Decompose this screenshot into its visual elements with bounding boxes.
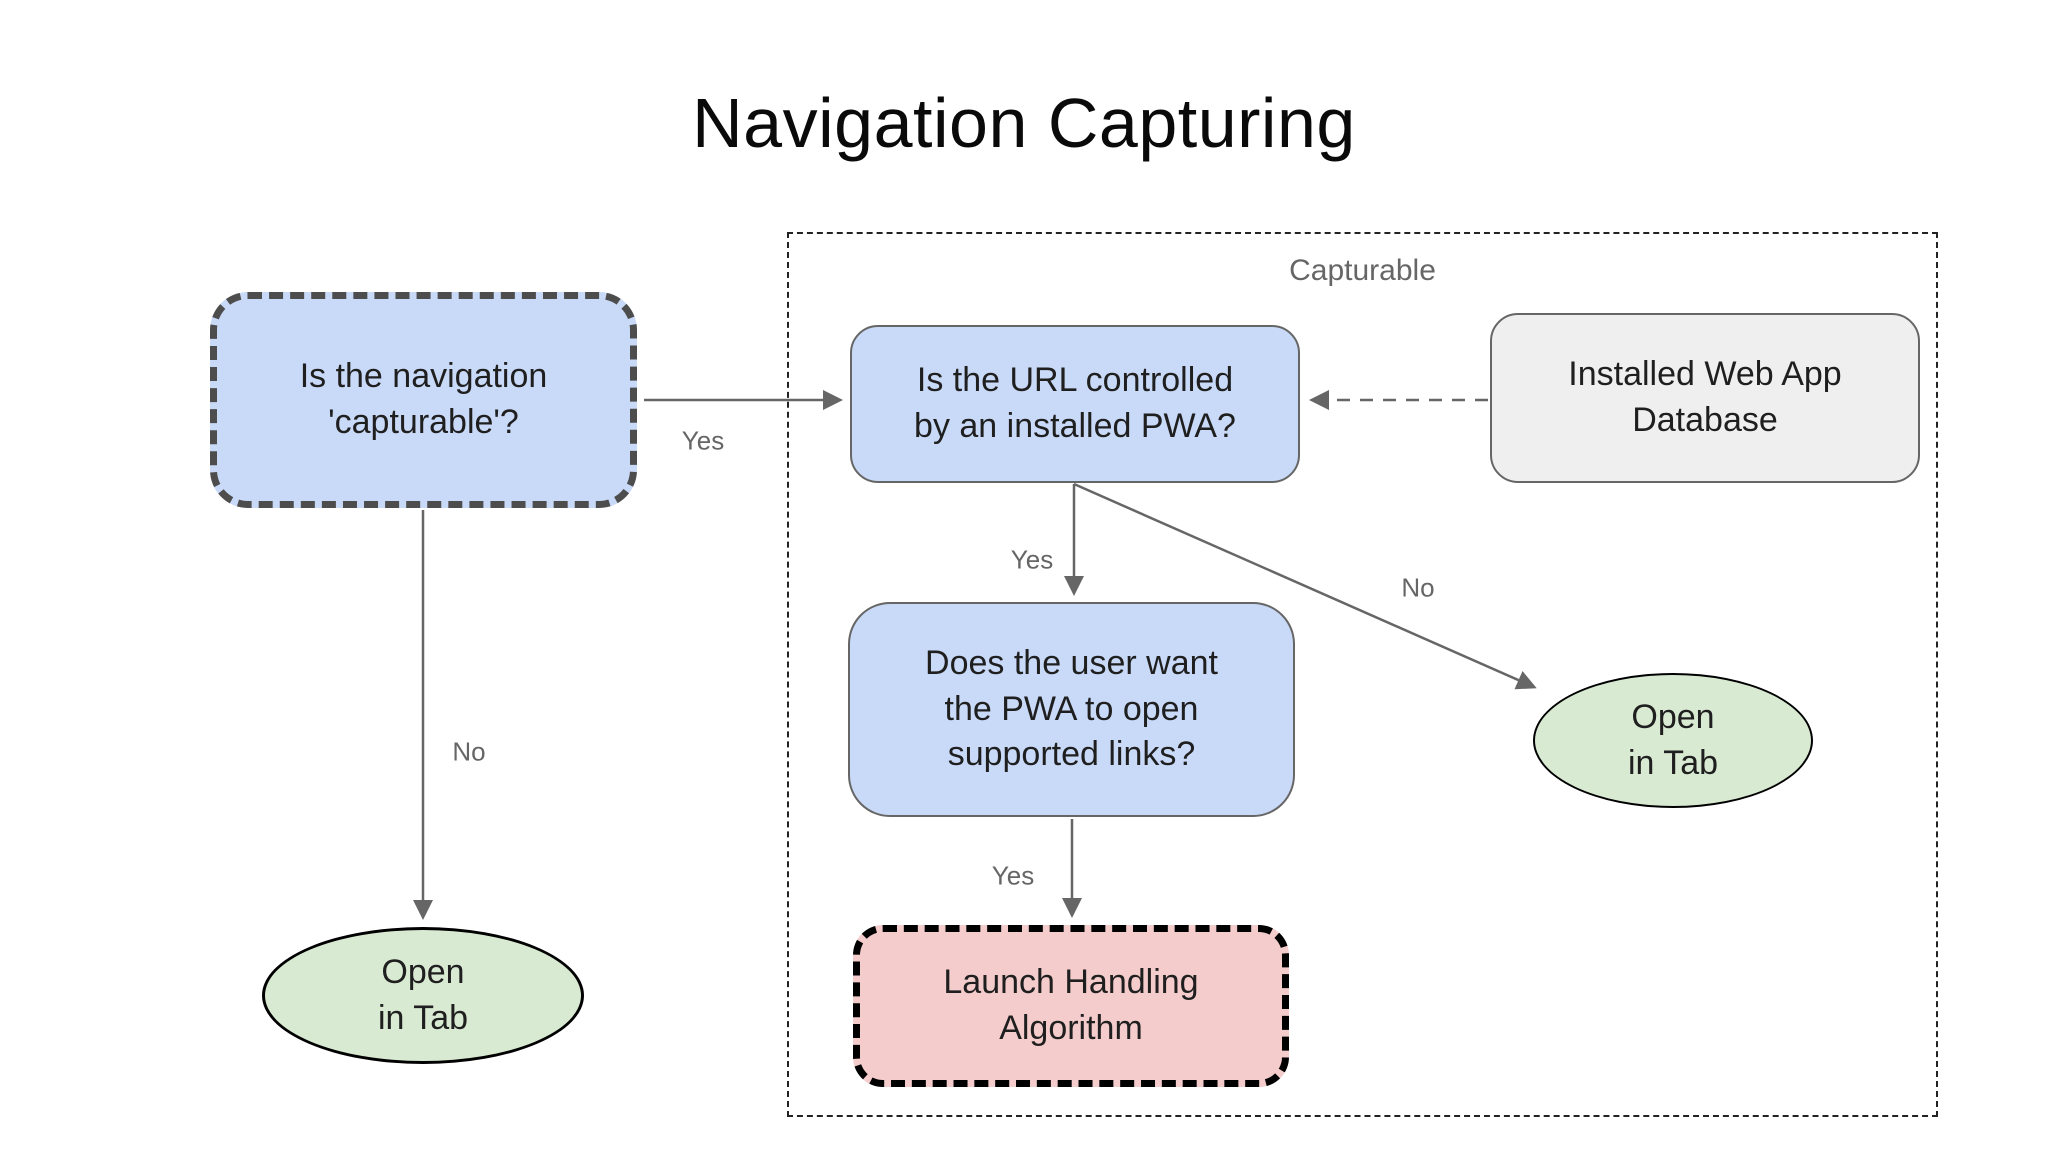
edge-label-url-no: No (1401, 572, 1435, 603)
capturable-group-label: Capturable (1289, 254, 1436, 287)
capturable-group-container: Capturable (787, 232, 1938, 1117)
node-open-in-tab-left: Open in Tab (262, 927, 584, 1064)
edge-label-userwant-yes: Yes (991, 860, 1035, 891)
node-open-in-tab-right: Open in Tab (1533, 673, 1813, 808)
edge-label-capturable-yes: Yes (681, 425, 725, 456)
edge-label-capturable-no: No (452, 736, 486, 767)
node-is-url-controlled-by-pwa: Is the URL controlled by an installed PW… (850, 325, 1300, 483)
edge-label-url-yes: Yes (1010, 544, 1054, 575)
node-launch-handling-algorithm: Launch Handling Algorithm (853, 925, 1289, 1087)
node-is-navigation-capturable: Is the navigation 'capturable'? (210, 292, 637, 508)
node-installed-web-app-database: Installed Web App Database (1490, 313, 1920, 483)
page-title: Navigation Capturing (692, 84, 1356, 162)
node-user-want-pwa-open-links: Does the user want the PWA to open suppo… (848, 602, 1295, 817)
